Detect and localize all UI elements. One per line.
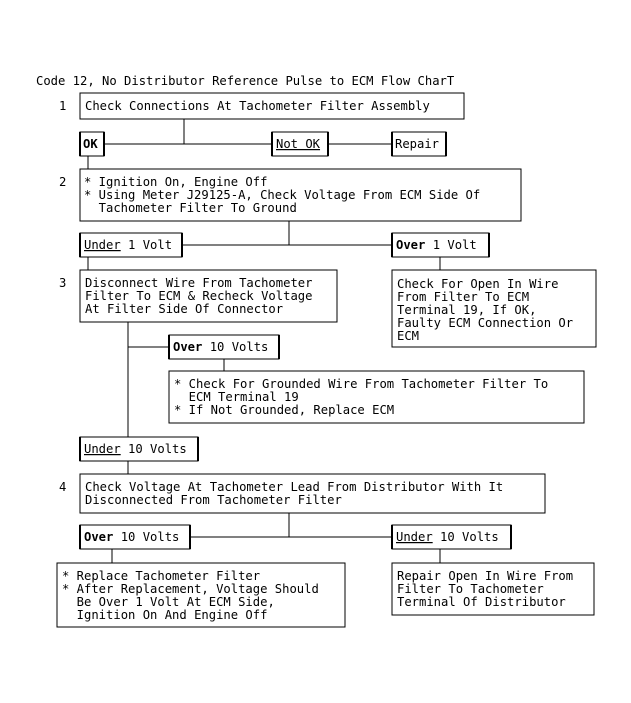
over-1-volt-label: Over 1 Volt [396, 238, 477, 252]
replace-filter-line-4: Ignition On And Engine Off [62, 608, 267, 622]
open-wire-ecm-line-5: ECM [397, 329, 419, 343]
under-10-volts-box-a: Under 10 Volts [79, 436, 199, 462]
over-10-volts-value-b: 10 Volts [113, 530, 179, 544]
under-1-volt-label: Under 1 Volt [84, 238, 172, 252]
replace-filter-line-2: * After Replacement, Voltage Should [62, 582, 319, 596]
ok-label: OK [83, 137, 98, 151]
under-10-volts-value-a: 10 Volts [121, 442, 187, 456]
step-3-line-3: At Filter Side Of Connector [85, 302, 283, 316]
step-2-line-2: * Using Meter J29125-A, Check Voltage Fr… [84, 188, 480, 202]
not-ok-label: Not OK [276, 137, 321, 151]
under-10-volts-box-b: Under 10 Volts [391, 524, 512, 550]
connector-lines [87, 119, 441, 563]
under-1-volt-key: Under [84, 238, 121, 252]
step-2-line-3: Tachometer Filter To Ground [84, 201, 297, 215]
open-wire-ecm-line-1: Check For Open In Wire [397, 277, 558, 291]
step-1-line-1: Check Connections At Tachometer Filter A… [85, 99, 430, 113]
replace-filter-line-1: * Replace Tachometer Filter [62, 569, 260, 583]
step-3-line-2: Filter To ECM & Recheck Voltage [85, 289, 312, 303]
not-ok-box: Not OK [271, 131, 329, 157]
open-wire-ecm-line-2: From Filter To ECM [397, 290, 529, 304]
step-2-line-1: * Ignition On, Engine Off [84, 175, 267, 189]
grounded-wire-box: * Check For Grounded Wire From Tachomete… [168, 370, 585, 424]
over-10-volts-value-a: 10 Volts [202, 340, 268, 354]
over-10-volts-key-b: Over [84, 530, 113, 544]
open-wire-distributor-line-3: Terminal Of Distributor [397, 595, 566, 609]
repair-box: Repair [391, 131, 447, 157]
open-wire-distributor-line-2: Filter To Tachometer [397, 582, 544, 596]
over-1-volt-box: Over 1 Volt [391, 232, 490, 258]
under-10-volts-label-b: Under 10 Volts [396, 530, 499, 544]
step-number-4: 4 [59, 480, 66, 494]
ok-box: OK [79, 131, 105, 157]
over-10-volts-box-a: Over 10 Volts [168, 334, 280, 360]
step-number-3: 3 [59, 276, 66, 290]
over-10-volts-key-a: Over [173, 340, 202, 354]
repair-label: Repair [395, 137, 439, 151]
grounded-wire-line-3: * If Not Grounded, Replace ECM [174, 403, 394, 417]
step-number-2: 2 [59, 175, 66, 189]
under-1-volt-box: Under 1 Volt [79, 232, 183, 258]
step-4-line-2: Disconnected From Tachometer Filter [85, 493, 342, 507]
under-10-volts-key-b: Under [396, 530, 433, 544]
step-4-line-1: Check Voltage At Tachometer Lead From Di… [85, 480, 503, 494]
grounded-wire-line-1: * Check For Grounded Wire From Tachomete… [174, 377, 548, 391]
step-1-box: Check Connections At Tachometer Filter A… [79, 92, 465, 120]
under-10-volts-key-a: Under [84, 442, 121, 456]
step-number-1: 1 [59, 99, 66, 113]
open-wire-distributor-line-1: Repair Open In Wire From [397, 569, 573, 583]
step-3-line-1: Disconnect Wire From Tachometer [85, 276, 312, 290]
open-wire-ecm-line-4: Faulty ECM Connection Or [397, 316, 573, 330]
under-10-volts-value-b: 10 Volts [433, 530, 499, 544]
replace-filter-box: * Replace Tachometer Filter * After Repl… [56, 562, 346, 628]
over-10-volts-label-a: Over 10 Volts [173, 340, 268, 354]
under-1-volt-value: 1 Volt [121, 238, 172, 252]
open-wire-ecm-box: Check For Open In Wire From Filter To EC… [391, 269, 597, 348]
step-4-box: Check Voltage At Tachometer Lead From Di… [79, 473, 546, 514]
open-wire-distributor-box: Repair Open In Wire From Filter To Tacho… [391, 562, 595, 616]
over-1-volt-value: 1 Volt [425, 238, 476, 252]
chart-title: Code 12, No Distributor Reference Pulse … [36, 74, 455, 88]
replace-filter-line-3: Be Over 1 Volt At ECM Side, [62, 595, 275, 609]
step-3-box: Disconnect Wire From Tachometer Filter T… [79, 269, 338, 323]
open-wire-ecm-line-3: Terminal 19, If OK, [397, 303, 536, 317]
over-10-volts-box-b: Over 10 Volts [79, 524, 191, 550]
over-10-volts-label-b: Over 10 Volts [84, 530, 179, 544]
under-10-volts-label-a: Under 10 Volts [84, 442, 187, 456]
step-2-box: * Ignition On, Engine Off * Using Meter … [79, 168, 522, 222]
grounded-wire-line-2: ECM Terminal 19 [174, 390, 299, 404]
over-1-volt-key: Over [396, 238, 425, 252]
